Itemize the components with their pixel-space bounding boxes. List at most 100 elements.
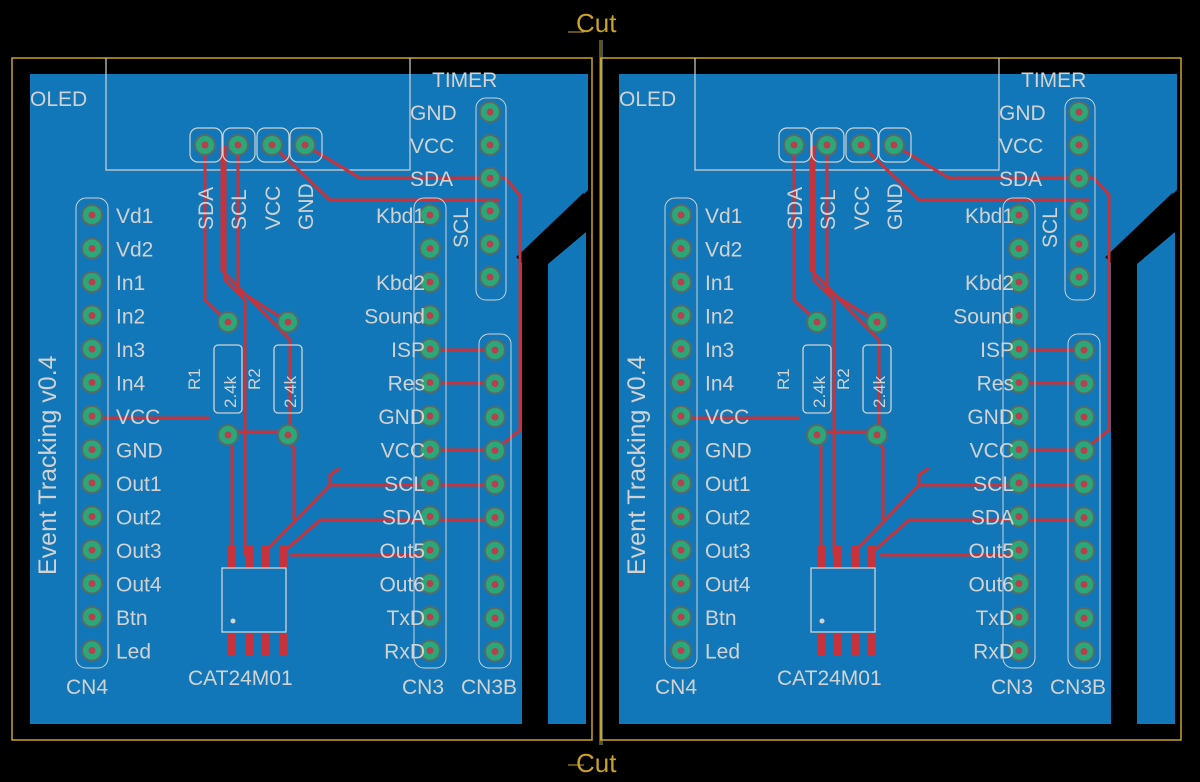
cn3b-pad-6[interactable]: [1073, 540, 1095, 562]
cn4-pad-5[interactable]: [670, 371, 692, 394]
cn4-pad-12[interactable]: [670, 606, 692, 628]
cn3-pad-4[interactable]: [419, 338, 441, 360]
cn4-pad-2[interactable]: [81, 271, 103, 293]
cn3-pad-6[interactable]: [1008, 405, 1030, 427]
cn4-pad-8[interactable]: [670, 472, 692, 494]
cn3b-pad-7[interactable]: [1073, 573, 1095, 596]
oled-pad-1[interactable]: [227, 134, 249, 156]
cn3b-pad-4[interactable]: [484, 473, 506, 495]
r1-pad-top[interactable]: [806, 311, 828, 333]
timer-pad-1[interactable]: [1068, 134, 1090, 156]
cn3-pad-0[interactable]: [1008, 204, 1030, 226]
timer-pad-5[interactable]: [479, 266, 501, 288]
cn4-pad-9[interactable]: [81, 505, 103, 528]
cn3-pad-8[interactable]: [419, 472, 441, 494]
cn3b-pad-8[interactable]: [484, 607, 506, 629]
cn4-pad-2[interactable]: [670, 271, 692, 293]
cn3b-pad-5[interactable]: [484, 506, 506, 529]
cn4-pad-5[interactable]: [81, 371, 103, 394]
r1-pad-bottom[interactable]: [806, 424, 828, 446]
cn4-pad-10[interactable]: [81, 539, 103, 561]
timer-pad-4[interactable]: [479, 233, 501, 255]
cn3-pad-2[interactable]: [1008, 271, 1030, 293]
cn3-pad-11[interactable]: [419, 572, 441, 595]
cn3b-pad-0[interactable]: [1073, 339, 1095, 361]
cn3-pad-2[interactable]: [419, 271, 441, 293]
cn4-pad-0[interactable]: [81, 204, 103, 226]
cn3-pad-1[interactable]: [419, 237, 441, 260]
cn3-pad-6[interactable]: [419, 405, 441, 427]
timer-pad-2[interactable]: [479, 167, 501, 189]
cn3b-pad-9[interactable]: [484, 640, 506, 663]
timer-pad-4[interactable]: [1068, 233, 1090, 255]
timer-pad-0[interactable]: [479, 101, 501, 123]
cn4-pad-10[interactable]: [670, 539, 692, 561]
ic-cat24m01[interactable]: [221, 545, 287, 655]
cn3b-pad-9[interactable]: [1073, 640, 1095, 663]
cn3b-pad-2[interactable]: [1073, 406, 1095, 428]
r2-pad-top[interactable]: [277, 311, 299, 333]
cn4-pad-7[interactable]: [81, 438, 103, 461]
cn4-pad-11[interactable]: [81, 572, 103, 595]
cn4-pad-8[interactable]: [81, 472, 103, 494]
cn3b-pad-2[interactable]: [484, 406, 506, 428]
cn4-pad-9[interactable]: [670, 505, 692, 528]
cn3-pad-9[interactable]: [419, 505, 441, 528]
cn3b-pad-6[interactable]: [484, 540, 506, 562]
timer-pad-0[interactable]: [1068, 101, 1090, 123]
cn3-pad-3[interactable]: [1008, 304, 1030, 327]
cn3-pad-13[interactable]: [1008, 639, 1030, 662]
cn3-pad-10[interactable]: [419, 539, 441, 561]
cn4-pad-1[interactable]: [670, 237, 692, 260]
cn3b-pad-1[interactable]: [484, 372, 506, 395]
cn4-pad-7[interactable]: [670, 438, 692, 461]
cn4-pad-13[interactable]: [670, 639, 692, 662]
cn3-pad-1[interactable]: [1008, 237, 1030, 260]
cn3-pad-12[interactable]: [419, 606, 441, 628]
cn3b-pad-5[interactable]: [1073, 506, 1095, 529]
cn3-pad-3[interactable]: [419, 304, 441, 327]
cn4-pad-4[interactable]: [670, 338, 692, 360]
cn4-pad-11[interactable]: [670, 572, 692, 595]
timer-pad-3[interactable]: [1068, 200, 1090, 222]
ic-cat24m01[interactable]: [810, 545, 876, 655]
cn3-pad-4[interactable]: [1008, 338, 1030, 360]
cn3-pad-11[interactable]: [1008, 572, 1030, 595]
timer-pad-5[interactable]: [1068, 266, 1090, 288]
cn4-pad-13[interactable]: [81, 639, 103, 662]
cn3-pad-13[interactable]: [419, 639, 441, 662]
cn3b-pad-1[interactable]: [1073, 372, 1095, 395]
oled-pad-2[interactable]: [850, 134, 872, 156]
cn3-pad-12[interactable]: [1008, 606, 1030, 628]
cn3-pad-8[interactable]: [1008, 472, 1030, 494]
oled-pad-2[interactable]: [261, 134, 283, 156]
r1-pad-bottom[interactable]: [217, 424, 239, 446]
cn3-pad-7[interactable]: [419, 438, 441, 461]
cn3-pad-5[interactable]: [1008, 371, 1030, 394]
cn3b-pad-0[interactable]: [484, 339, 506, 361]
cn4-pad-6[interactable]: [670, 405, 692, 427]
cn3-pad-5[interactable]: [419, 371, 441, 394]
cn3b-pad-3[interactable]: [1073, 439, 1095, 462]
cn4-pad-6[interactable]: [81, 405, 103, 427]
oled-pad-3[interactable]: [294, 134, 316, 156]
r2-pad-top[interactable]: [866, 311, 888, 333]
cn4-pad-3[interactable]: [81, 304, 103, 327]
oled-pad-0[interactable]: [783, 134, 805, 156]
oled-pad-3[interactable]: [883, 134, 905, 156]
r1-pad-top[interactable]: [217, 311, 239, 333]
cn4-pad-4[interactable]: [81, 338, 103, 360]
cn3b-pad-7[interactable]: [484, 573, 506, 596]
cn4-pad-1[interactable]: [81, 237, 103, 260]
cn3-pad-0[interactable]: [419, 204, 441, 226]
r2-pad-bottom[interactable]: [866, 424, 888, 446]
timer-pad-1[interactable]: [479, 134, 501, 156]
cn3b-pad-4[interactable]: [1073, 473, 1095, 495]
timer-pad-3[interactable]: [479, 200, 501, 222]
oled-pad-0[interactable]: [194, 134, 216, 156]
cn4-pad-3[interactable]: [670, 304, 692, 327]
cn3b-pad-3[interactable]: [484, 439, 506, 462]
cn3-pad-10[interactable]: [1008, 539, 1030, 561]
r2-pad-bottom[interactable]: [277, 424, 299, 446]
